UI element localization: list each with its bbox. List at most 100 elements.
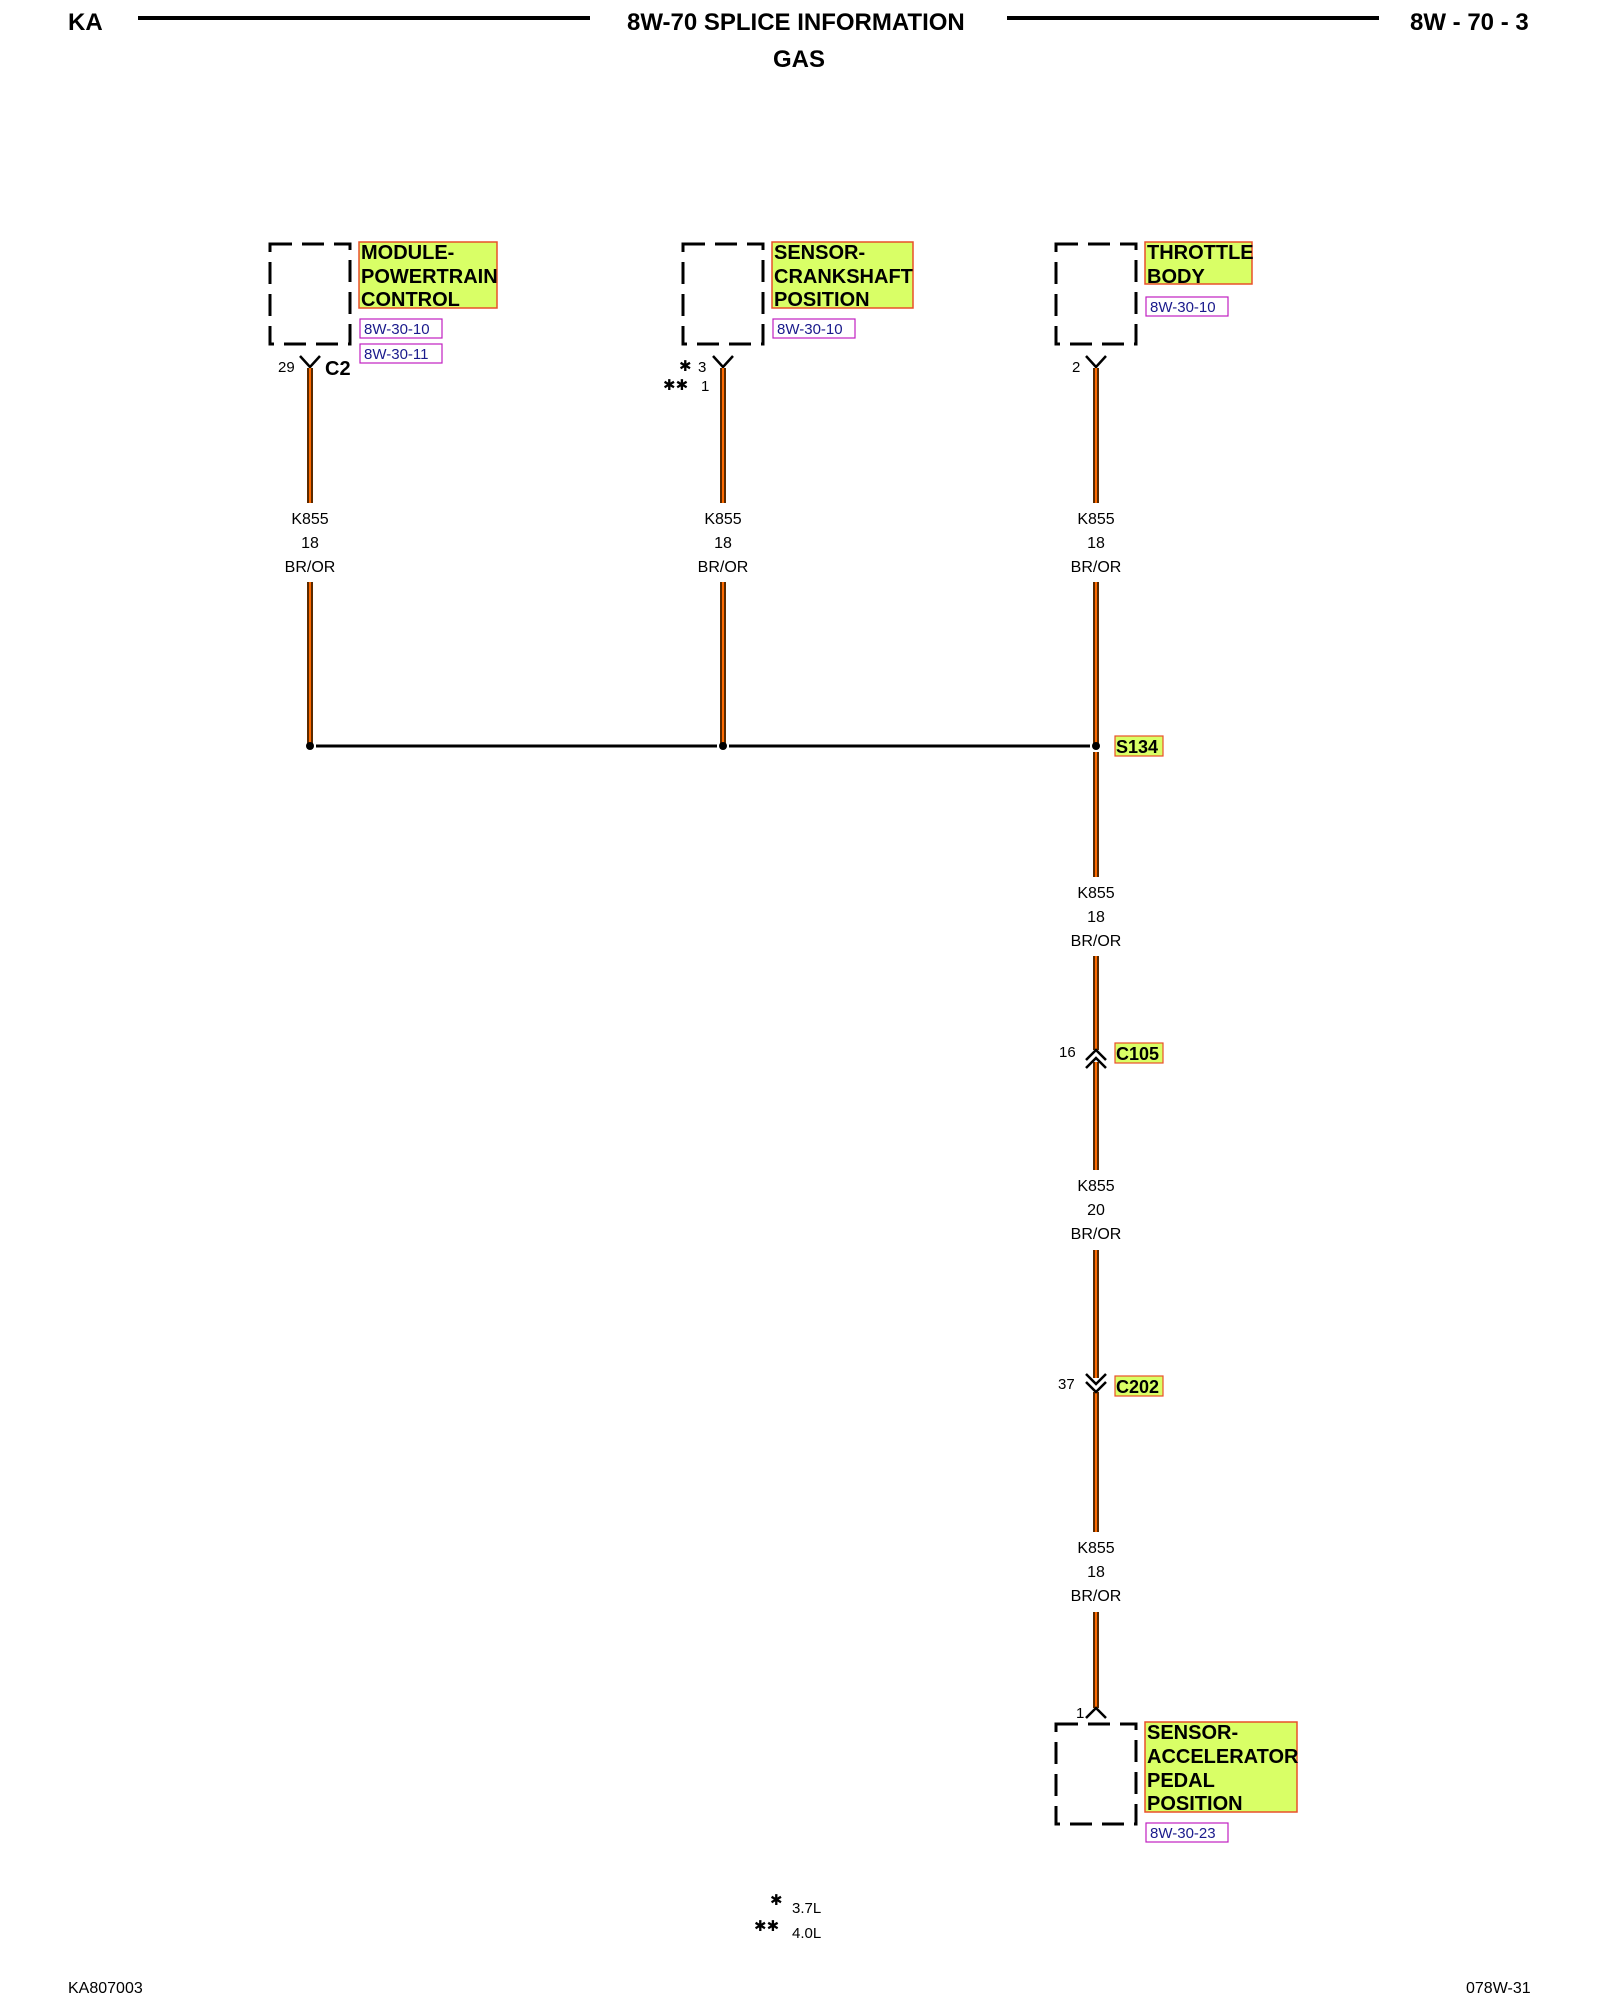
apps-label-line-2: ACCELERATOR	[1147, 1746, 1299, 1768]
ref-link-box	[359, 318, 443, 339]
pcm-ref-link-2[interactable]: 8W-30-11	[364, 346, 428, 363]
chevron-down-icon	[1085, 1373, 1107, 1386]
wire-color: BR/OR	[1071, 1588, 1122, 1605]
splice-node-icon	[306, 742, 314, 750]
header-rule-right	[1007, 16, 1379, 20]
splice-node-icon	[1092, 742, 1100, 750]
pcm-connector-id: C2	[325, 358, 351, 380]
c202-id: C202	[1116, 1377, 1159, 1397]
wire-color: BR/OR	[1071, 1226, 1122, 1243]
connector-c202[interactable]: 37 C202	[1058, 1373, 1164, 1397]
legend-star-symbol: ✱	[770, 1892, 783, 1909]
component-outline	[1054, 1722, 1138, 1826]
wire-circuit: K855	[1077, 511, 1114, 528]
legend-double-star-symbol: ✱✱	[754, 1918, 779, 1935]
component-label-box	[1144, 1721, 1298, 1813]
tb-pin-number: 2	[1072, 359, 1080, 376]
component-throttle-body[interactable]: THROTTLE BODY 8W-30-10 2	[1054, 241, 1254, 376]
engine-legend: ✱ 3.7L ✱✱ 4.0L	[754, 1892, 821, 1942]
wire-circuit: K855	[1077, 885, 1114, 902]
tb-label-line-2: BODY	[1147, 266, 1205, 288]
wire-gauge: 20	[1087, 1202, 1105, 1219]
apps-pin-number: 1	[1076, 1705, 1084, 1722]
wire-circuit: K855	[291, 511, 328, 528]
chevron-up-icon	[1085, 1048, 1107, 1061]
wire-color: BR/OR	[1071, 559, 1122, 576]
wire-label-tb: K855 18 BR/OR	[1071, 511, 1122, 576]
component-pcm[interactable]: MODULE- POWERTRAIN CONTROL 8W-30-10 8W-3…	[268, 241, 498, 380]
chevron-down-icon	[1085, 1381, 1107, 1394]
page-title: 8W-70 SPLICE INFORMATION	[627, 9, 965, 36]
wire-label-trunk-1: K855 18 BR/OR	[1071, 885, 1122, 950]
wire-color: BR/OR	[698, 559, 749, 576]
apps-label-line-3: PEDAL	[1147, 1770, 1215, 1792]
pcm-label-line-1: MODULE-	[361, 242, 454, 264]
legend-double-star-label: 4.0L	[792, 1925, 821, 1942]
page-number: 8W - 70 - 3	[1410, 9, 1529, 36]
wire-gauge: 18	[1087, 1564, 1105, 1581]
ckp-pin-number-b: 1	[701, 378, 709, 395]
wire-segments	[307, 368, 1099, 1708]
connector-c105[interactable]: 16 C105	[1059, 1042, 1164, 1069]
ckp-double-star-marker: ✱✱	[663, 377, 688, 394]
wire-color: BR/OR	[1071, 933, 1122, 950]
pcm-ref-link-1[interactable]: 8W-30-10	[364, 321, 430, 338]
ref-link-box	[359, 343, 443, 364]
ref-link-box	[1145, 296, 1229, 317]
wire-gauge: 18	[1087, 909, 1105, 926]
female-terminal-icon	[1085, 355, 1107, 369]
splice-label-box	[1114, 735, 1164, 757]
header-rule-left	[138, 16, 590, 20]
c202-pin-number: 37	[1058, 1376, 1075, 1393]
splice-node-icon	[719, 742, 727, 750]
component-outline	[1054, 242, 1138, 346]
legend-star-label: 3.7L	[792, 1900, 821, 1917]
ref-link-box	[1145, 1822, 1229, 1843]
connector-label-box	[1114, 1042, 1164, 1064]
female-terminal-icon	[712, 355, 734, 369]
pcm-pin-number: 29	[278, 359, 295, 376]
wire-gauge: 18	[714, 535, 732, 552]
ckp-star-marker: ✱	[679, 358, 692, 375]
figure-id-left: KA807003	[68, 1980, 143, 1997]
wire-gauge: 18	[1087, 535, 1105, 552]
wire-label-trunk-3: K855 18 BR/OR	[1071, 1540, 1122, 1605]
pcm-label-line-3: CONTROL	[361, 289, 460, 311]
wire-label-pcm: K855 18 BR/OR	[285, 511, 336, 576]
ref-link-box	[772, 318, 856, 339]
component-label-box	[1144, 241, 1253, 285]
female-terminal-icon	[299, 355, 321, 369]
male-terminal-icon	[1085, 1706, 1107, 1719]
wire-label-ckp: K855 18 BR/OR	[698, 511, 749, 576]
component-label-box	[771, 241, 914, 309]
ckp-label-line-2: CRANKSHAFT	[774, 266, 913, 288]
connector-label-box	[1114, 1375, 1164, 1397]
apps-label-line-1: SENSOR-	[1147, 1722, 1238, 1744]
page-code-left: KA	[68, 9, 103, 36]
wire-color: BR/OR	[285, 559, 336, 576]
c105-id: C105	[1116, 1044, 1159, 1064]
component-apps-sensor[interactable]: 1 SENSOR- ACCELERATOR PEDAL POSITION 8W-…	[1054, 1705, 1299, 1843]
splice-id[interactable]: S134	[1116, 737, 1158, 757]
component-ckp-sensor[interactable]: SENSOR- CRANKSHAFT POSITION 8W-30-10 ✱ 3…	[663, 241, 914, 395]
ckp-ref-link-1[interactable]: 8W-30-10	[777, 321, 843, 338]
wire-circuit: K855	[704, 511, 741, 528]
tb-ref-link-1[interactable]: 8W-30-10	[1150, 299, 1216, 316]
apps-ref-link-1[interactable]: 8W-30-23	[1150, 1825, 1216, 1842]
chevron-up-icon	[1085, 1056, 1107, 1069]
component-label-box	[358, 241, 498, 309]
apps-label-line-4: POSITION	[1147, 1793, 1243, 1815]
page-subtitle: GAS	[773, 46, 826, 73]
wire-circuit: K855	[1077, 1178, 1114, 1195]
wire-circuit: K855	[1077, 1540, 1114, 1557]
pcm-label-line-2: POWERTRAIN	[361, 266, 498, 288]
ckp-label-line-1: SENSOR-	[774, 242, 865, 264]
ckp-pin-number-a: 3	[698, 359, 706, 376]
wire-gauge: 18	[301, 535, 319, 552]
component-outline	[681, 242, 765, 346]
c105-pin-number: 16	[1059, 1044, 1076, 1061]
figure-id-right: 078W-31	[1466, 1980, 1531, 1997]
component-outline	[268, 242, 352, 346]
ckp-label-line-3: POSITION	[774, 289, 870, 311]
